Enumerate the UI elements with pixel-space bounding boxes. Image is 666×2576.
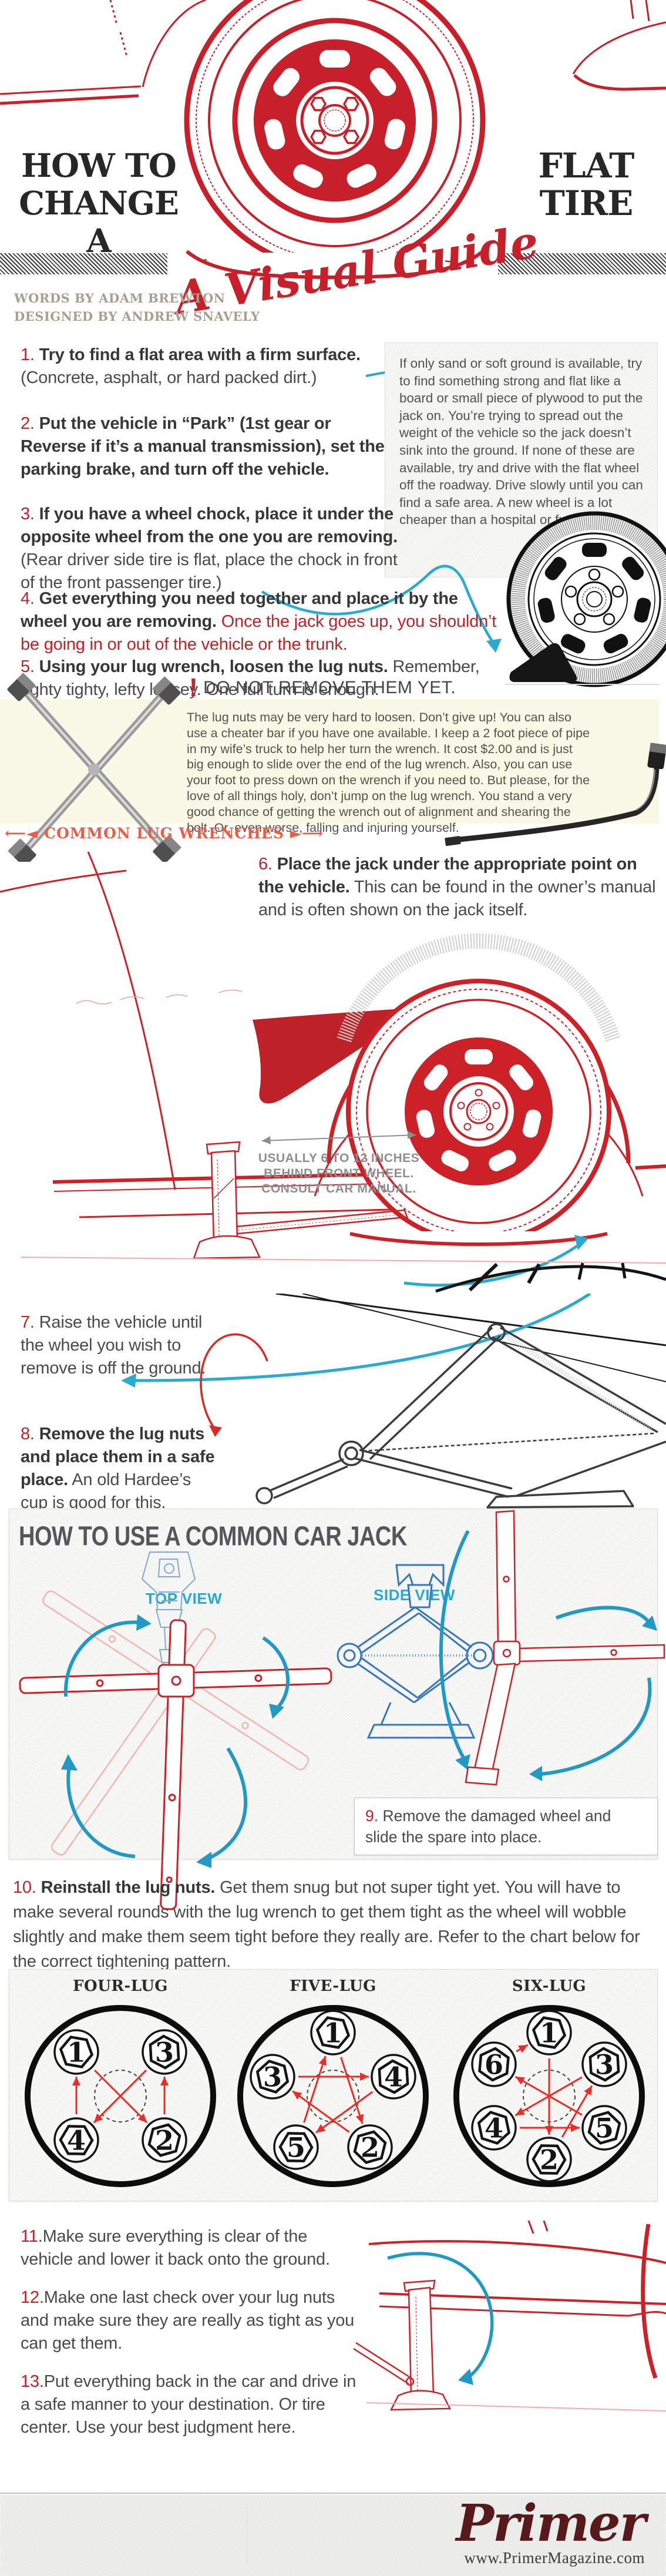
step-number: 8. xyxy=(21,1425,39,1443)
page-title-right: FLAT TIRE xyxy=(512,147,660,222)
step-number: 6. xyxy=(258,855,277,874)
step-number: 5. xyxy=(21,657,39,676)
step-5: 5. Using your lug wrench, loosen the lug… xyxy=(21,657,480,699)
four-way-lug-wrench xyxy=(7,673,181,862)
footer-url: www.PrimerMagazine.com xyxy=(464,2549,645,2567)
jack-side-view-diagram xyxy=(337,1510,665,1786)
svg-text:3: 3 xyxy=(263,2061,282,2093)
primer-logo: Primer xyxy=(456,2494,646,2553)
jack-note-line3: CONSULT CAR MANUAL. xyxy=(261,1182,416,1195)
svg-text:1: 1 xyxy=(540,2017,559,2049)
title-line: HOW TO xyxy=(21,146,177,184)
step-number: 13. xyxy=(21,2372,44,2391)
step-number: 4. xyxy=(21,589,39,608)
title-line: FLAT xyxy=(538,146,635,186)
svg-text:1: 1 xyxy=(67,2037,86,2068)
step-9-box: 9. Remove the damaged wheel and slide th… xyxy=(354,1798,658,1855)
lug-nut-note-box: The lug nuts may be very hard to loosen.… xyxy=(0,699,659,835)
step-number: 9. xyxy=(365,1807,383,1825)
lug-pattern-header-six: SIX-LUG xyxy=(512,1977,587,1995)
hatch-bar-left xyxy=(0,253,167,274)
step-number: 10. xyxy=(13,1878,41,1897)
side-view-label: SIDE VIEW xyxy=(374,1586,455,1604)
lowering-car-illustration xyxy=(353,2221,666,2412)
footer-band: Primer www.PrimerMagazine.com xyxy=(0,2493,666,2576)
wheel-chock xyxy=(509,643,577,682)
step-7: 7. Raise the vehicle until the wheel you… xyxy=(21,1313,206,1378)
credits: WORDS BY ADAM BREWTON DESIGNED BY ANDREW… xyxy=(14,289,260,325)
right-arrow-icon: ►⟶ xyxy=(290,825,324,842)
svg-text:2: 2 xyxy=(155,2125,174,2157)
step-number: 11. xyxy=(21,2227,43,2246)
page-title-left: HOW TO CHANGE A xyxy=(11,147,187,260)
svg-text:4: 4 xyxy=(67,2125,86,2157)
step-1: 1. Try to find a flat area with a firm s… xyxy=(21,345,361,387)
lug-pattern-svg-five: 1 4 2 5 3 xyxy=(237,2005,429,2187)
svg-text:3: 3 xyxy=(155,2037,174,2068)
wheel-with-chock-illustration xyxy=(505,511,666,687)
step-2: 2. Put the vehicle in “Park” (1st gear o… xyxy=(21,414,385,479)
left-arrow-icon: ⟵◄ xyxy=(5,825,39,842)
svg-text:6: 6 xyxy=(485,2049,503,2081)
lug-pattern-four: 1 3 2 4 xyxy=(21,1996,220,2199)
step-number: 3. xyxy=(21,505,39,523)
jack-note-line1: USUALLY 6 TO 12 INCHES xyxy=(258,1151,419,1165)
svg-text:5: 5 xyxy=(595,2112,614,2144)
svg-text:2: 2 xyxy=(540,2144,559,2176)
jack-placement-illustration: USUALLY 6 TO 12 INCHES BEHIND FRONT WHEE… xyxy=(0,851,666,1293)
top-view-label: TOP VIEW xyxy=(146,1590,223,1607)
exclamation-icon: ! xyxy=(189,673,199,702)
lug-pattern-svg-four: 1 3 2 4 xyxy=(25,2005,216,2187)
step-6: 6. Place the jack under the appropriate … xyxy=(258,855,656,919)
l-shaped-lug-wrench xyxy=(445,743,666,847)
hatch-bar-right xyxy=(498,253,666,274)
step-number: 2. xyxy=(21,414,39,433)
jack-top-view-diagram xyxy=(19,1551,332,1910)
step-number: 12. xyxy=(21,2288,44,2307)
step-number: 7. xyxy=(21,1313,39,1332)
common-lug-wrenches-label: ⟵◄ COMMON LUG WRENCHES ►⟶ xyxy=(5,825,324,842)
step-number: 1. xyxy=(21,345,39,364)
lug-pattern-header-four: FOUR-LUG xyxy=(73,1977,168,1995)
step-4: 4. Get everything you need together and … xyxy=(21,589,497,654)
step-3: 3. If you have a wheel chock, place it u… xyxy=(21,505,398,592)
lug-pattern-five: 1 4 2 5 3 xyxy=(233,1996,433,2199)
title-line: TIRE xyxy=(539,183,634,223)
svg-text:3: 3 xyxy=(595,2049,614,2081)
scissor-jack-illustration xyxy=(121,1294,666,1509)
credit-words: WORDS BY ADAM BREWTON xyxy=(14,291,226,305)
final-steps: 11.Make sure everything is clear of the … xyxy=(21,2225,658,2472)
step-12: 12.Make one last check over your lug nut… xyxy=(21,2288,355,2353)
step-11: 11.Make sure everything is clear of the … xyxy=(21,2227,330,2269)
step-13: 13.Put everything back in the car and dr… xyxy=(21,2372,356,2437)
title-line: CHANGE A xyxy=(19,184,179,260)
jack-note-line2: BEHIND FRONT WHEEL. xyxy=(264,1167,414,1180)
svg-text:5: 5 xyxy=(287,2132,305,2164)
lug-pattern-six: 1 3 5 2 4 6 xyxy=(449,1996,649,2199)
lug-pattern-svg-six: 1 3 5 2 4 6 xyxy=(453,2005,645,2187)
credit-design: DESIGNED BY ANDREW SNAVELY xyxy=(14,309,260,324)
warning-do-not-remove: !DO NOT REMOVE THEM YET. xyxy=(189,673,456,702)
arrow-to-chock xyxy=(261,565,502,653)
svg-text:4: 4 xyxy=(485,2112,503,2144)
header-flat-tire-illustration xyxy=(0,0,666,305)
svg-text:1: 1 xyxy=(324,2017,342,2049)
svg-text:2: 2 xyxy=(361,2132,379,2164)
svg-text:4: 4 xyxy=(384,2061,403,2093)
car-jack-howto-heading: HOW TO USE A COMMON CAR JACK xyxy=(19,1522,407,1551)
lug-pattern-header-five: FIVE-LUG xyxy=(290,1977,376,1995)
step-10: 10. Reinstall the lug nuts. Get them snu… xyxy=(13,1878,640,1971)
